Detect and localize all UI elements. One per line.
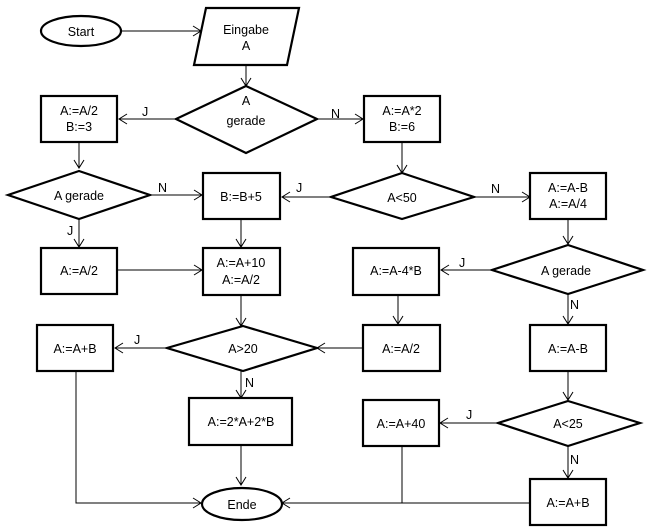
- edge-label-d4-yes: J: [459, 256, 465, 270]
- node-d2[interactable]: A gerade: [4, 169, 154, 221]
- decision-shape: [4, 169, 154, 221]
- edge-label-d6-yes: J: [466, 408, 472, 422]
- node-p6-line2: A:=A/2: [222, 273, 260, 287]
- node-p8-text: A:=A+B: [53, 342, 96, 356]
- process-shape: [361, 398, 441, 448]
- node-p4-line1: A:=A-B: [548, 181, 588, 195]
- decision-shape: [327, 171, 478, 221]
- node-end[interactable]: Ende: [200, 486, 284, 522]
- node-input[interactable]: Eingabe A: [192, 6, 301, 67]
- process-shape: [39, 94, 119, 144]
- node-start-text: Start: [68, 25, 95, 39]
- node-d3-text: A<50: [387, 191, 417, 205]
- node-d3[interactable]: A<50: [327, 171, 478, 221]
- node-p11-text: A:=2*A+2*B: [208, 415, 275, 429]
- process-shape: [528, 477, 608, 527]
- process-shape: [187, 396, 294, 447]
- process-shape: [39, 246, 119, 296]
- node-p3[interactable]: B:=B+5: [201, 171, 282, 221]
- node-p7-text: A:=A-4*B: [370, 264, 422, 278]
- edge-label-d2-no: N: [158, 181, 167, 195]
- node-p6-line1: A:=A+10: [217, 256, 266, 270]
- edge-label-d2-yes: J: [67, 224, 73, 238]
- node-p1-line2: B:=3: [66, 120, 92, 134]
- arrowhead: [73, 159, 85, 169]
- terminal-shape: [200, 486, 284, 522]
- node-p8[interactable]: A:=A+B: [35, 323, 115, 373]
- process-shape: [528, 323, 608, 373]
- node-p2[interactable]: A:=A*2 B:=6: [362, 94, 442, 144]
- node-p11[interactable]: A:=2*A+2*B: [187, 396, 294, 447]
- arrowhead: [114, 342, 124, 354]
- node-d5-text: A>20: [228, 342, 258, 356]
- node-p13[interactable]: A:=A+B: [528, 477, 608, 527]
- node-p1-line1: A:=A/2: [60, 104, 98, 118]
- node-p5[interactable]: A:=A/2: [39, 246, 119, 296]
- node-p10[interactable]: A:=A-B: [528, 323, 608, 373]
- node-p3-text: B:=B+5: [220, 190, 262, 204]
- edge-label-d4-no: N: [570, 298, 579, 312]
- edge-label-d1-yes: J: [142, 105, 148, 119]
- node-d4[interactable]: A gerade: [488, 243, 647, 296]
- node-d6-text: A<25: [553, 417, 583, 431]
- arrowhead: [235, 476, 247, 486]
- process-shape: [362, 94, 442, 144]
- node-d6[interactable]: A<25: [494, 399, 644, 448]
- edge-labels: J N N J J N J N J N J N: [67, 105, 579, 467]
- node-d1-line1: A: [242, 94, 251, 108]
- node-p9[interactable]: A:=A/2: [361, 323, 442, 373]
- edge-label-d3-yes: J: [296, 181, 302, 195]
- node-start[interactable]: Start: [39, 14, 123, 48]
- node-p12-text: A:=A+40: [377, 417, 426, 431]
- process-shape: [351, 246, 441, 297]
- node-d5[interactable]: A>20: [163, 324, 321, 373]
- edge-p8-end: [75, 371, 201, 504]
- process-shape: [528, 171, 608, 221]
- arrowhead: [118, 113, 128, 125]
- node-input-line2: A: [242, 39, 251, 53]
- edge-label-d5-yes: J: [134, 333, 140, 347]
- node-p12[interactable]: A:=A+40: [361, 398, 441, 448]
- node-p6[interactable]: A:=A+10 A:=A/2: [201, 246, 282, 297]
- node-p10-text: A:=A-B: [548, 342, 588, 356]
- process-shape: [35, 323, 115, 373]
- node-p9-text: A:=A/2: [382, 342, 420, 356]
- io-shape: [192, 6, 301, 67]
- edge-label-d6-no: N: [570, 453, 579, 467]
- decision-shape: [163, 324, 321, 373]
- nodes: Start Eingabe A A gerade A:=A/2 B:=3 A:=…: [4, 6, 647, 527]
- decision-shape: [488, 243, 647, 296]
- node-p1[interactable]: A:=A/2 B:=3: [39, 94, 119, 144]
- decision-shape: [173, 84, 320, 155]
- edge-label-d5-no: N: [245, 376, 254, 390]
- connectors: [73, 25, 574, 509]
- node-end-text: Ende: [227, 498, 256, 512]
- decision-shape: [494, 399, 644, 448]
- node-input-line1: Eingabe: [223, 23, 269, 37]
- arrowhead: [440, 264, 450, 276]
- edge-label-d1-no: N: [331, 107, 340, 121]
- process-shape: [361, 323, 442, 373]
- arrowhead: [281, 191, 291, 203]
- edge-label-d3-no: N: [491, 182, 500, 196]
- node-p2-line2: B:=6: [389, 120, 415, 134]
- node-d1-line2: gerade: [227, 114, 266, 128]
- node-p2-line1: A:=A*2: [382, 104, 421, 118]
- node-d4-text: A gerade: [541, 264, 591, 278]
- node-p4[interactable]: A:=A-B A:=A/4: [528, 171, 608, 221]
- node-p4-line2: A:=A/4: [549, 197, 587, 211]
- node-d2-text: A gerade: [54, 189, 104, 203]
- terminal-shape: [39, 14, 123, 48]
- process-shape: [201, 246, 282, 297]
- process-shape: [201, 171, 282, 221]
- node-p13-text: A:=A+B: [546, 496, 589, 510]
- node-d1[interactable]: A gerade: [173, 84, 320, 155]
- node-p5-text: A:=A/2: [60, 264, 98, 278]
- node-p7[interactable]: A:=A-4*B: [351, 246, 441, 297]
